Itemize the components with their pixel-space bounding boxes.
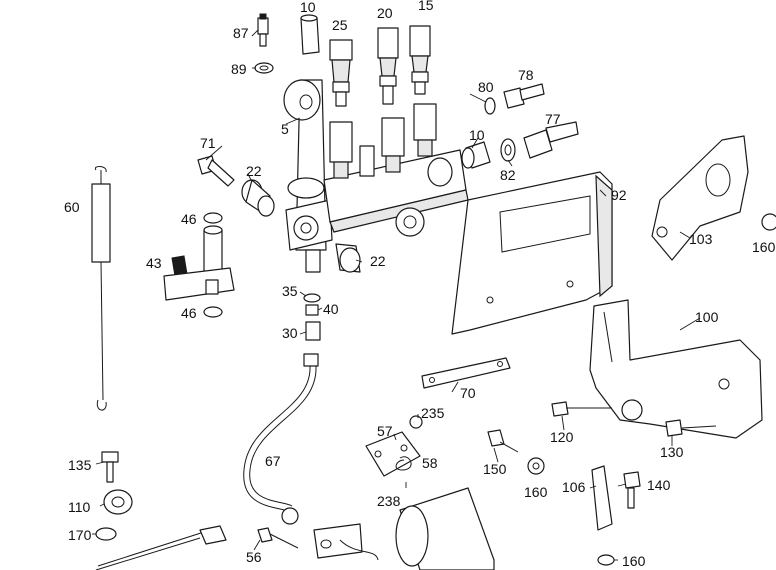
callout-103: 103 xyxy=(689,231,713,247)
callout-70: 70 xyxy=(460,385,476,401)
part-22-spacer-b xyxy=(335,243,361,273)
part-106-clip xyxy=(591,465,613,531)
part-70-strap xyxy=(421,357,511,389)
part-77-sensor xyxy=(523,121,579,159)
callout-15: 15 xyxy=(418,0,434,13)
callout-78: 78 xyxy=(518,67,534,83)
callout-30: 30 xyxy=(282,325,298,341)
part-160-washer-c xyxy=(597,554,615,566)
callout-40: 40 xyxy=(323,301,339,317)
callout-80: 80 xyxy=(478,79,494,95)
callout-77: 77 xyxy=(545,111,561,127)
part-89-washer xyxy=(254,62,274,74)
callout-120: 120 xyxy=(550,429,574,445)
part-135-bolt xyxy=(101,451,119,483)
part-80-oring xyxy=(484,97,496,115)
callout-58: 58 xyxy=(422,455,438,471)
part-238-cylinder xyxy=(395,487,495,570)
callout-labels: 10 20 15 87 25 89 80 78 5 71 10 77 22 82… xyxy=(64,0,776,569)
part-30-fitting xyxy=(305,321,321,341)
callout-130: 130 xyxy=(660,444,684,460)
callout-110: 110 xyxy=(68,499,91,515)
part-10-top-plug xyxy=(300,14,320,55)
part-78-sensor xyxy=(503,83,545,109)
callout-5: 5 xyxy=(281,121,289,137)
part-10-plug-b xyxy=(461,141,491,169)
leader-lines xyxy=(92,29,701,561)
part-43-valve-bracket xyxy=(163,225,235,301)
part-60-strut xyxy=(91,166,111,411)
part-103-bracket xyxy=(651,135,749,261)
part-120-bolt xyxy=(551,401,612,417)
part-170-washer xyxy=(95,527,117,541)
callout-46-top: 46 xyxy=(181,211,197,227)
callout-140: 140 xyxy=(647,477,671,493)
callout-87: 87 xyxy=(233,25,249,41)
callout-238: 238 xyxy=(377,493,401,509)
part-bottom-bracket xyxy=(313,523,379,561)
callout-135: 135 xyxy=(68,457,92,473)
part-40-nipple xyxy=(305,304,319,316)
part-15-sensor xyxy=(409,25,431,95)
callout-150: 150 xyxy=(483,461,507,477)
callout-160-mid: 160 xyxy=(524,484,548,500)
callout-82: 82 xyxy=(500,167,516,183)
callout-170: 170 xyxy=(68,527,92,543)
callout-60: 60 xyxy=(64,199,80,215)
part-5-fuel-rail xyxy=(283,79,469,273)
part-lower-cable xyxy=(95,525,227,570)
part-67-fuel-line xyxy=(243,353,319,525)
part-58-clip xyxy=(395,456,412,471)
part-160-nut-a xyxy=(761,213,776,231)
callout-92: 92 xyxy=(611,187,627,203)
callout-25: 25 xyxy=(332,17,348,33)
callout-57: 57 xyxy=(377,423,393,439)
part-87-sensor xyxy=(257,13,269,47)
callout-89: 89 xyxy=(231,61,247,77)
callout-35: 35 xyxy=(282,283,298,299)
part-56-bolt xyxy=(257,527,299,549)
part-160-nut-b xyxy=(527,457,545,475)
callout-235: 235 xyxy=(421,405,445,421)
callout-56: 56 xyxy=(246,549,262,565)
part-57-plate xyxy=(365,431,421,477)
callout-22-bottom: 22 xyxy=(370,253,386,269)
callout-10-mid: 10 xyxy=(469,127,485,143)
part-46-oring-b xyxy=(203,306,223,318)
callout-100: 100 xyxy=(695,309,719,325)
callout-46-bottom: 46 xyxy=(181,305,197,321)
part-46-oring-a xyxy=(203,212,223,224)
callout-67: 67 xyxy=(265,453,281,469)
part-35-seal xyxy=(303,293,321,303)
callout-20: 20 xyxy=(377,5,393,21)
part-140-bolt xyxy=(623,471,641,509)
callout-71: 71 xyxy=(200,135,216,151)
part-92-shield xyxy=(451,171,613,335)
part-100-bracket xyxy=(589,299,763,439)
part-110-grommet xyxy=(103,489,133,515)
callout-10-top: 10 xyxy=(300,0,316,15)
part-71-bolt xyxy=(197,155,235,187)
callout-43: 43 xyxy=(146,255,162,271)
part-20-sensor xyxy=(377,27,399,105)
part-25-sensor xyxy=(329,39,353,107)
part-82-washer xyxy=(500,138,516,162)
part-150-bolt xyxy=(487,429,519,453)
part-235-nut xyxy=(409,415,423,429)
callout-22-top: 22 xyxy=(246,163,262,179)
callout-106: 106 xyxy=(562,479,586,495)
callout-160-right: 160 xyxy=(752,239,776,255)
part-130-bolt xyxy=(665,419,717,437)
callout-160-bottom: 160 xyxy=(622,553,646,569)
part-22-spacer-a xyxy=(241,179,275,217)
